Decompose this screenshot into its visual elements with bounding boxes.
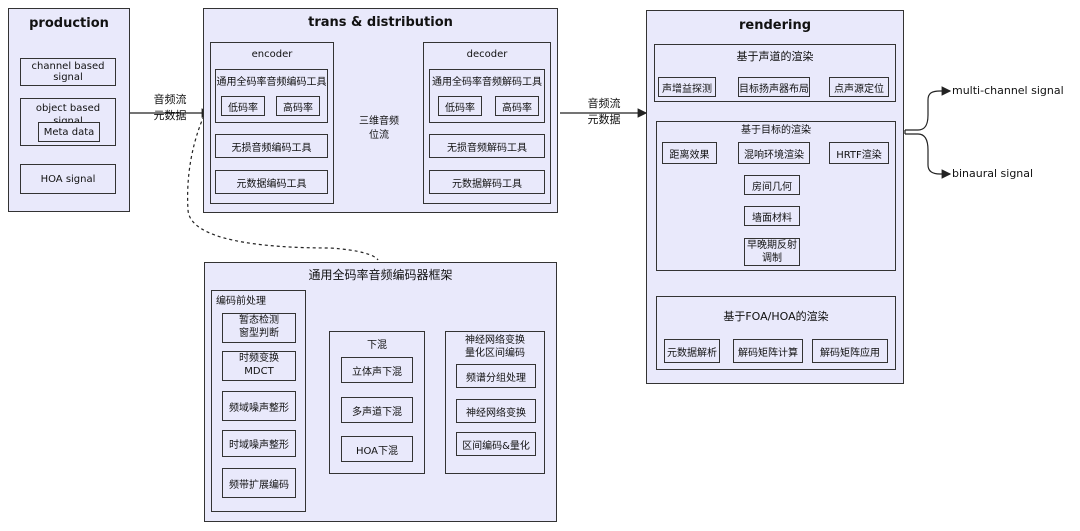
decoder-lossless: 无损音频解码工具 xyxy=(429,134,545,158)
multichannel-downmix: 多声道下混 xyxy=(341,397,413,423)
tf-transform-1: 时频变换 xyxy=(239,353,279,364)
object-render-title: 基于目标的渲染 xyxy=(741,125,811,136)
encoder-title: encoder xyxy=(251,49,293,60)
range-coding-quantization: 区间编码&量化 xyxy=(456,432,536,456)
encoder-high-bitrate: 高码率 xyxy=(276,96,320,116)
preprocessing-title: 编码前处理 xyxy=(216,296,266,307)
object-based-signal: object based signal xyxy=(35,103,101,127)
transient-detection-2: 窗型判断 xyxy=(239,328,279,339)
edge-label-mid-2: 元数据 xyxy=(587,113,621,126)
time-noise-shaping: 时域噪声整形 xyxy=(222,430,296,457)
distance-effect: 距离效果 xyxy=(662,142,717,164)
early-late-reflection-1: 早晚期反射 xyxy=(747,240,797,251)
decode-matrix-apply: 解码矩阵应用 xyxy=(812,339,888,363)
channel-based-signal: channel based signal xyxy=(20,58,116,86)
arrow-output-multi xyxy=(905,86,952,131)
reverb-rendering: 混响环境渲染 xyxy=(738,142,810,164)
spectrum-grouping: 频谱分组处理 xyxy=(456,364,536,388)
edge-label-left-1: 音频流 xyxy=(153,93,187,106)
decoder-title: decoder xyxy=(466,49,508,60)
nn-title-2: 量化区间编码 xyxy=(465,348,525,359)
room-geometry: 房间几何 xyxy=(744,175,800,195)
encoder-tool: 通用全码率音频编码工具 xyxy=(216,77,327,88)
decoder-meta: 元数据解码工具 xyxy=(429,170,545,194)
rendering-title: rendering xyxy=(738,18,812,33)
meta-data: Meta data xyxy=(38,122,100,142)
bitstream-label-2: 位流 xyxy=(369,130,389,141)
stereo-downmix: 立体声下混 xyxy=(341,357,413,383)
decoder-tool: 通用全码率音频解码工具 xyxy=(432,77,542,88)
gain-detection: 声增益探测 xyxy=(658,77,716,97)
early-late-reflection-box xyxy=(744,238,800,266)
hrtf-rendering: HRTF渲染 xyxy=(829,142,889,164)
freq-noise-shaping: 频域噪声整形 xyxy=(222,391,296,421)
nn-title-1: 神经网络变换 xyxy=(465,335,525,346)
target-speaker-layout: 目标扬声器布局 xyxy=(738,77,810,97)
foa-render-title: 基于FOA/HOA的渲染 xyxy=(723,310,829,323)
tf-transform-box xyxy=(222,351,296,381)
edge-label-mid-1: 音频流 xyxy=(587,97,621,110)
decoder-high-bitrate: 高码率 xyxy=(495,96,539,116)
point-source-positioning: 点声源定位 xyxy=(829,77,889,97)
output-binaural: binaural signal xyxy=(952,167,1034,180)
bitstream-label-1: 三维音频 xyxy=(359,116,399,127)
decoder-low-bitrate: 低码率 xyxy=(438,96,482,116)
nn-transform: 神经网络变换 xyxy=(456,399,536,423)
transient-detection-box xyxy=(222,313,296,343)
encoder-lossless: 无损音频编码工具 xyxy=(215,134,328,158)
tf-transform-2: MDCT xyxy=(244,366,274,377)
encoder-meta: 元数据编码工具 xyxy=(215,170,328,194)
encoder-low-bitrate: 低码率 xyxy=(221,96,265,116)
hoa-downmix: HOA下混 xyxy=(341,436,413,462)
decode-matrix-calc: 解码矩阵计算 xyxy=(733,339,803,363)
band-extension-coding: 频带扩展编码 xyxy=(222,468,296,498)
framework-title: 通用全码率音频编码器框架 xyxy=(308,268,453,282)
arrow-output-binaural xyxy=(905,133,952,179)
transient-detection-1: 暂态检测 xyxy=(239,315,279,326)
hoa-signal: HOA signal xyxy=(20,164,116,194)
output-multichannel: multi-channel signal xyxy=(952,84,1064,97)
production-title: production xyxy=(29,16,109,31)
edge-label-left-2: 元数据 xyxy=(153,109,187,122)
channel-render-title: 基于声道的渲染 xyxy=(736,50,814,63)
wall-material: 墙面材料 xyxy=(744,206,800,226)
downmix-title: 下混 xyxy=(367,340,387,351)
metadata-parsing: 元数据解析 xyxy=(664,339,720,363)
dashed-link-encoder-framework xyxy=(187,99,379,261)
early-late-reflection-2: 调制 xyxy=(762,253,782,264)
trans-title: trans & distribution xyxy=(308,15,453,30)
